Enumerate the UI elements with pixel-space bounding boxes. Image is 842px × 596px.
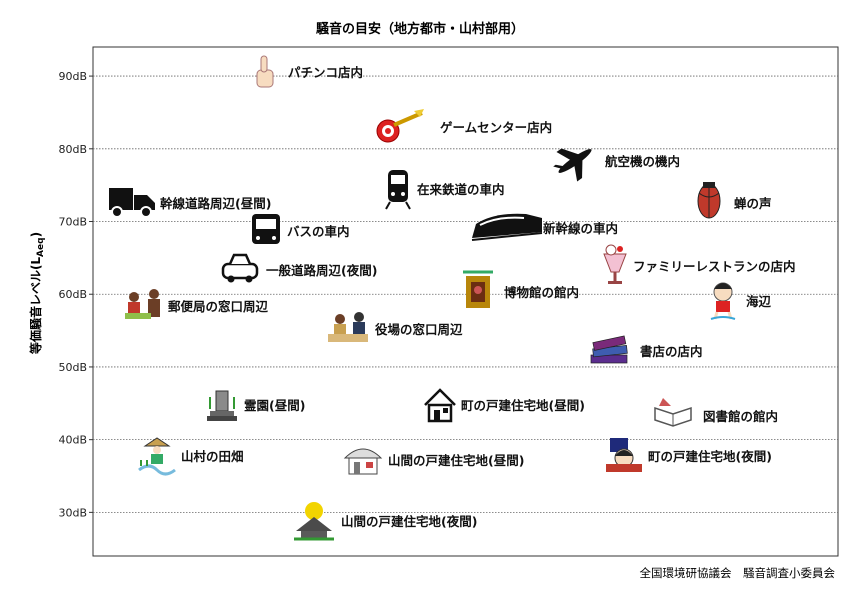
data-point: 霊園(昼間)	[207, 390, 305, 421]
credit: 全国環境研協議会 騒音調査小委員会	[640, 566, 836, 580]
beach-child-icon	[710, 282, 736, 320]
airplane-icon	[553, 148, 592, 182]
dart-target-icon	[376, 109, 424, 143]
data-label: 在来鉄道の車内	[417, 182, 505, 197]
y-tick-label: 30dB	[58, 506, 87, 519]
cicada-icon	[697, 182, 721, 219]
data-label: 博物館の館内	[504, 285, 579, 300]
farmer-icon	[138, 437, 176, 476]
bus-icon	[252, 214, 280, 244]
bullet-train-icon	[471, 213, 543, 241]
data-label: 町の戸建住宅地(昼間)	[461, 398, 585, 413]
grave-icon	[207, 390, 237, 421]
data-point: 役場の窓口周辺	[328, 312, 463, 342]
data-label: バスの車内	[287, 224, 350, 239]
data-point: 町の戸建住宅地(夜間)	[606, 438, 772, 472]
data-label: 山間の戸建住宅地(夜間)	[341, 514, 477, 529]
data-point: 郵便局の窓口周辺	[125, 289, 269, 319]
data-label: 郵便局の窓口周辺	[168, 299, 269, 314]
data-point: 山間の戸建住宅地(夜間)	[294, 502, 477, 541]
truck-icon	[109, 188, 155, 218]
data-label: 役場の窓口周辺	[375, 322, 463, 337]
data-label: 霊園(昼間)	[244, 398, 305, 413]
data-label: 海辺	[746, 294, 772, 309]
moon-house-icon	[294, 502, 334, 541]
museum-icon	[463, 270, 493, 308]
data-point: バスの車内	[252, 214, 350, 244]
data-point: 博物館の館内	[463, 270, 579, 308]
data-label: 新幹線の車内	[543, 221, 618, 236]
y-tick-label: 90dB	[58, 70, 87, 83]
data-label: 一般道路周辺(夜間)	[266, 263, 377, 278]
data-point: 書店の店内	[590, 335, 703, 364]
parfait-icon	[603, 244, 627, 284]
chart-title: 騒音の目安（地方都市・山村部用）	[315, 21, 524, 37]
data-point: ゲームセンター店内	[376, 109, 552, 143]
y-tick-label: 50dB	[58, 361, 87, 374]
data-point: 山村の田畑	[138, 437, 244, 476]
house-icon	[424, 388, 456, 423]
data-point: パチンコ店内	[256, 55, 363, 88]
data-point: 蝉の声	[697, 182, 772, 219]
y-tick-label: 60dB	[58, 288, 87, 301]
data-label: ゲームセンター店内	[440, 120, 552, 135]
post-office-icon	[125, 289, 160, 319]
data-point: ファミリーレストランの店内	[603, 244, 796, 284]
car-icon	[221, 253, 259, 283]
data-point: 航空機の機内	[553, 148, 680, 182]
data-label: 図書館の館内	[703, 409, 778, 424]
data-point: 山間の戸建住宅地(昼間)	[343, 448, 524, 475]
y-axis-label: 等価騒音レベル(LAeq)	[28, 232, 46, 355]
data-label: 航空機の機内	[605, 154, 680, 169]
data-label: 山間の戸建住宅地(昼間)	[388, 453, 524, 468]
open-book-icon	[654, 398, 692, 427]
books-icon	[590, 335, 628, 364]
data-point: 一般道路周辺(夜間)	[221, 253, 377, 283]
data-label: 町の戸建住宅地(夜間)	[648, 449, 772, 464]
data-point: 在来鉄道の車内	[385, 170, 505, 210]
thumbs-up-icon	[256, 55, 274, 88]
data-point: 海辺	[710, 282, 772, 320]
data-label: 山村の田畑	[181, 449, 244, 464]
sleeping-icon	[606, 438, 642, 472]
y-tick-label: 70dB	[58, 216, 87, 229]
y-axis: 30dB 40dB 50dB 60dB 70dB 80dB 90dB	[58, 70, 93, 519]
y-tick-label: 80dB	[58, 143, 87, 156]
data-label: 書店の店内	[640, 344, 703, 359]
data-label: パチンコ店内	[288, 65, 363, 80]
grid	[93, 75, 838, 513]
data-label: 蝉の声	[734, 196, 772, 211]
plot-frame	[92, 46, 839, 557]
office-counter-icon	[328, 312, 368, 342]
data-label: 幹線道路周辺(昼間)	[160, 196, 271, 211]
data-point: 幹線道路周辺(昼間)	[109, 188, 271, 218]
data-label: ファミリーレストランの店内	[633, 259, 796, 274]
data-point: 図書館の館内	[654, 398, 778, 427]
y-tick-label: 40dB	[58, 434, 87, 447]
rural-house-icon	[343, 448, 383, 475]
data-point: 新幹線の車内	[471, 213, 618, 241]
data-point: 町の戸建住宅地(昼間)	[424, 388, 585, 423]
train-icon	[385, 170, 411, 210]
